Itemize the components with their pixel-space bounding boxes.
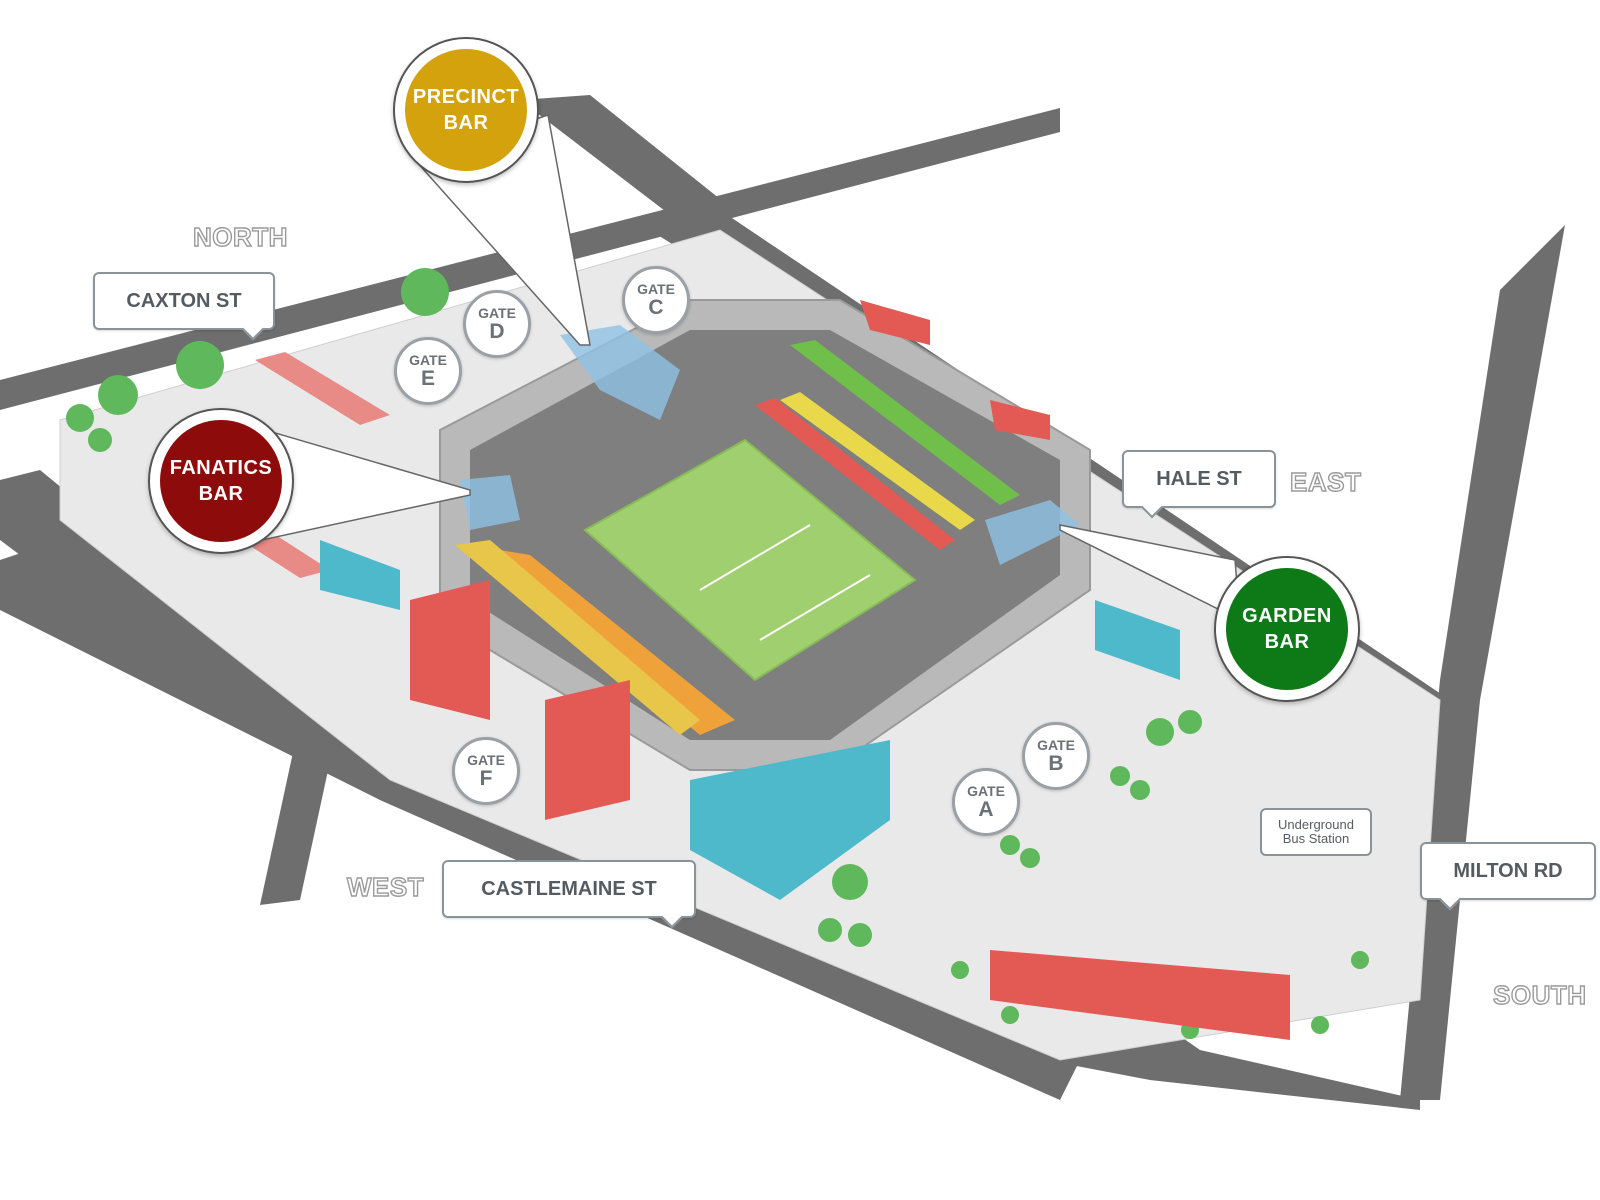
entrance-blue	[460, 475, 520, 530]
building-red	[990, 400, 1050, 440]
compass-west: WEST	[346, 871, 425, 902]
compass-east: EAST	[1289, 466, 1362, 497]
stand-green	[790, 340, 1020, 505]
gate-word: GATE	[967, 782, 1005, 799]
gate-c[interactable]: GATE C	[622, 266, 690, 334]
gate-letter: B	[1048, 751, 1064, 775]
gate-letter: A	[978, 797, 994, 821]
precinct-bar-pin[interactable]: PRECINCT BAR	[393, 37, 539, 183]
pitch-line	[699, 524, 811, 591]
street-label-castlemaine: CASTLEMAINE ST	[442, 860, 696, 929]
compass-south: SOUTH	[1492, 979, 1587, 1010]
road-west-diag	[260, 715, 340, 905]
street-label-caxton: CAXTON ST	[93, 272, 275, 341]
fanatics-bar-label: FANATICS BAR	[160, 420, 282, 542]
building-red	[990, 950, 1290, 1040]
entrance-blue	[985, 500, 1080, 565]
street-label-milton: MILTON RD	[1420, 842, 1596, 911]
building-red	[860, 300, 930, 345]
building-red	[545, 680, 630, 820]
gate-word: GATE	[467, 751, 505, 768]
gate-e[interactable]: GATE E	[394, 337, 462, 405]
gate-word: GATE	[478, 304, 516, 321]
precinct-bar-label: PRECINCT BAR	[405, 49, 527, 171]
street-name: CASTLEMAINE ST	[481, 877, 657, 900]
gate-letter: F	[479, 766, 493, 790]
pitch-line	[759, 574, 871, 641]
street-name: MILTON RD	[1453, 859, 1563, 882]
gate-d[interactable]: GATE D	[463, 290, 531, 358]
building-glass	[1095, 600, 1180, 680]
gate-word: GATE	[637, 280, 675, 297]
street-name: HALE ST	[1156, 467, 1242, 490]
trees	[66, 268, 1369, 1039]
stand-yellow-west	[455, 540, 700, 735]
stand-red	[755, 398, 955, 550]
gate-word: GATE	[1037, 736, 1075, 753]
building-glass	[320, 540, 400, 610]
street-name: CAXTON ST	[126, 289, 242, 312]
compass-north: NORTH	[192, 221, 288, 252]
building-red	[410, 580, 490, 720]
street-label-hale: HALE ST	[1122, 450, 1276, 519]
gate-letter: D	[489, 319, 505, 343]
building-glass	[690, 740, 890, 900]
garden-bar-pin[interactable]: GARDEN BAR	[1214, 556, 1360, 702]
road-north-spur	[520, 95, 740, 230]
bus-station-label: Underground Bus Station	[1260, 808, 1372, 856]
entrance-blue	[560, 325, 680, 420]
gate-letter: C	[648, 295, 664, 319]
fanatics-bar-pin[interactable]: FANATICS BAR	[148, 408, 294, 554]
gate-a[interactable]: GATE A	[952, 768, 1020, 836]
gate-b[interactable]: GATE B	[1022, 722, 1090, 790]
gate-f[interactable]: GATE F	[452, 737, 520, 805]
garden-bar-label: GARDEN BAR	[1226, 568, 1348, 690]
gate-word: GATE	[409, 351, 447, 368]
road-milton	[1400, 225, 1565, 1100]
gate-letter: E	[420, 366, 435, 390]
stand-yellow	[780, 392, 975, 530]
